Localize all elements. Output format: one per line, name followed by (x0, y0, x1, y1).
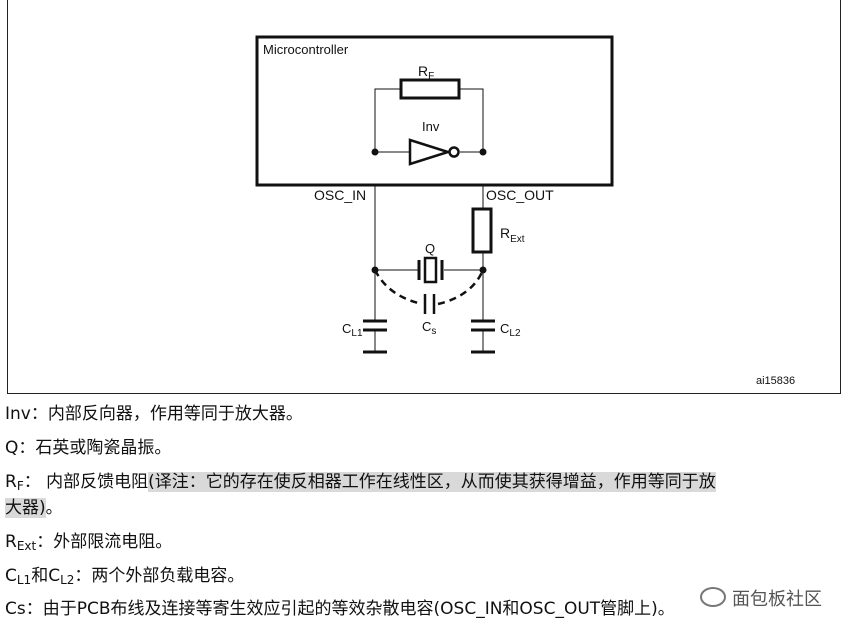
microcontroller-label: Microcontroller (263, 42, 349, 57)
junction-dot (479, 148, 487, 156)
rext-label: RExt (500, 225, 525, 245)
stray-capacitance-path (373, 269, 485, 306)
note-q: Q：石英或陶瓷晶振。 (5, 438, 172, 458)
note-inv: Inv：内部反向器，作用等同于放大器。 (5, 404, 303, 424)
figure-id: ai15836 (756, 375, 795, 387)
junction-dot (371, 148, 379, 156)
inverter-label: Inv (422, 119, 440, 134)
rf-label: RF (418, 63, 434, 82)
crystal-body (423, 256, 438, 284)
osc-in-label: OSC_IN (314, 187, 366, 203)
cs-label: Cs (422, 319, 436, 337)
note-rf-continued: 大器)。 (5, 498, 63, 518)
junction-dot (479, 266, 487, 274)
cl2-label: CL2 (500, 321, 521, 339)
rf-translator-note: (译注：它的存在使反相器工作在线性区，从而使其获得增益，作用等同于放 (148, 472, 716, 492)
inverter-bubble (448, 146, 460, 158)
circuit-figure: Microcontroller RF Inv OSC_IN OSC_OUT RE… (7, 0, 841, 394)
crystal-label: Q (425, 241, 435, 256)
inverter-symbol (408, 138, 453, 166)
watermark: 面包板社区 (700, 585, 822, 611)
rext-resistor (471, 207, 493, 254)
note-rf: RF： 内部反馈电阻(译注：它的存在使反相器工作在线性区，从而使其获得增益，作用… (5, 472, 716, 493)
feedback-wire (374, 88, 484, 152)
rf-resistor (399, 78, 461, 100)
note-cl: CL1和CL2：两个外部负载电容。 (5, 566, 245, 587)
note-cs: Cs：由于PCB布线及连接等寄生效应引起的等效杂散电容(OSC_IN和OSC_O… (5, 599, 675, 619)
cl1-label: CL1 (342, 321, 363, 339)
osc-out-label: OSC_OUT (486, 187, 554, 203)
chat-icon (700, 587, 726, 607)
microcontroller-box (255, 35, 614, 187)
oscillator-circuit-diagram: Microcontroller RF Inv OSC_IN OSC_OUT RE… (255, 35, 795, 387)
note-rext: RExt：外部限流电阻。 (5, 532, 173, 553)
